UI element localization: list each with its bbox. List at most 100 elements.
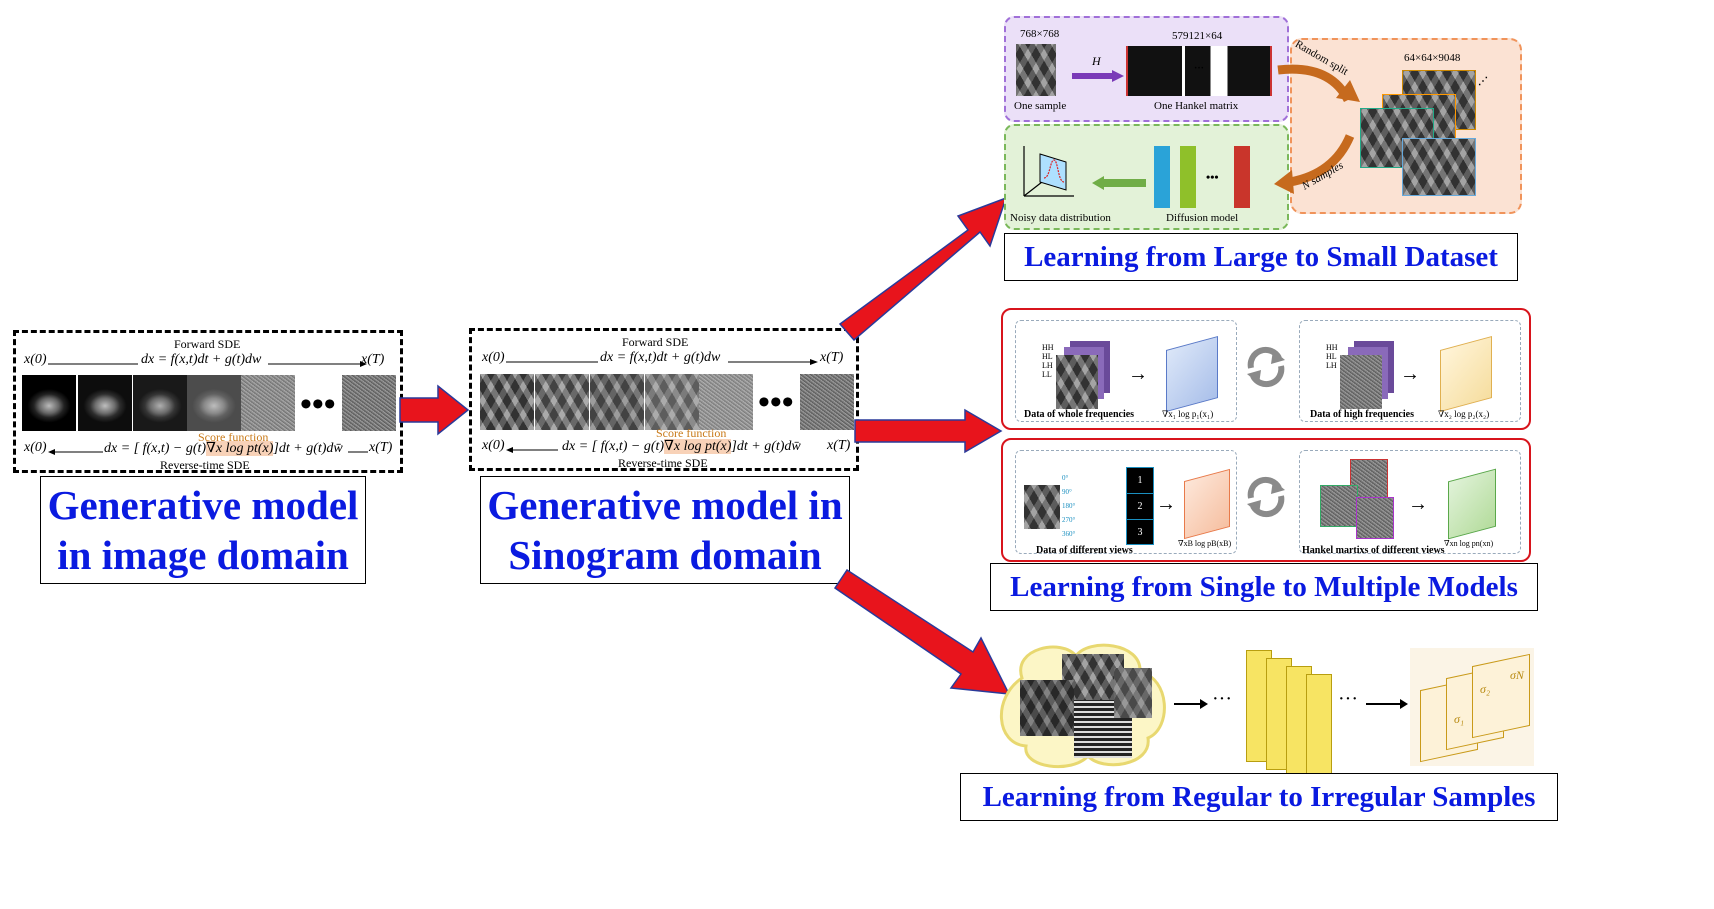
diffusion-model-label: Diffusion model bbox=[1166, 212, 1239, 224]
score-function-label: Score function bbox=[198, 430, 269, 444]
hankel-view-3 bbox=[1356, 497, 1394, 539]
image-ellipsis: ••• bbox=[300, 386, 336, 423]
view-strips: 1 2 3 bbox=[1126, 467, 1154, 545]
ct-image-5 bbox=[241, 375, 295, 431]
ellipsis-1: ··· bbox=[1212, 688, 1232, 710]
score-planes-output: σ₁ σ₂ σN bbox=[1410, 648, 1534, 766]
irregular-sample-2 bbox=[1020, 680, 1074, 736]
sinogram-domain-panel: Forward SDE x(0) dx = f(x,t)dt + g(t)dw … bbox=[469, 328, 859, 471]
forward-equation: dx = f(x,t)dt + g(t)dw bbox=[141, 352, 262, 367]
reverse-eq-a: dx = [ f(x,t) − g(t) bbox=[562, 439, 665, 454]
cycle-icon-1 bbox=[1247, 346, 1285, 388]
diff-views-label: Data of different views bbox=[1036, 545, 1133, 556]
hankel-operator-label: H bbox=[1092, 54, 1101, 68]
angle-0: 0° bbox=[1062, 474, 1069, 482]
sino-ellipsis: ••• bbox=[758, 384, 794, 421]
angle-270: 270° bbox=[1062, 516, 1076, 524]
sinogram-image-4 bbox=[645, 374, 699, 430]
sigma-1-label: σ₁ bbox=[1454, 712, 1465, 726]
red-arrow-to-regular-irregular bbox=[833, 568, 1011, 695]
sino-noise-image bbox=[800, 374, 854, 430]
reverse-sde-label: Reverse-time SDE bbox=[618, 456, 708, 470]
green-arrow bbox=[1092, 176, 1146, 190]
band-labels-high: HH HL LH bbox=[1326, 343, 1338, 370]
arrow: → bbox=[1128, 363, 1148, 385]
diffusion-block-red bbox=[1234, 146, 1250, 208]
one-sample-label: One sample bbox=[1014, 100, 1067, 112]
regular-irregular-title: Learning from Regular to Irregular Sampl… bbox=[960, 773, 1558, 821]
grad-b-label: ∇xB log pB(xB) bbox=[1178, 539, 1232, 548]
whole-frequency-subpanel: HH HL LH LL Data of whole frequencies → … bbox=[1015, 320, 1237, 422]
score-function-label: Score function bbox=[656, 426, 727, 440]
ct-image-1 bbox=[22, 375, 76, 431]
view-models-panel: 0° 90° 180° 270° 360° 1 2 3 Data of diff… bbox=[1001, 438, 1531, 562]
score-planes-green bbox=[1448, 468, 1496, 540]
ct-image-2 bbox=[78, 375, 132, 431]
noisy-distribution-icon bbox=[1023, 146, 1074, 197]
sigma-n-label: σN bbox=[1510, 668, 1524, 682]
band-ll: LL bbox=[1042, 370, 1052, 379]
reverse-right-label: x(T) bbox=[369, 440, 393, 455]
high-freq-stack-front bbox=[1340, 355, 1382, 409]
high-freq-label: Data of high frequencies bbox=[1310, 409, 1414, 420]
hankel-views-subpanel: Hankel martixs of different views → ∇xn … bbox=[1299, 450, 1521, 556]
one-sample-image bbox=[1016, 44, 1056, 96]
reverse-eq-b: ]dt + g(t)dw̄ bbox=[731, 439, 801, 454]
sigma-2-label: σ₂ bbox=[1480, 682, 1491, 696]
ellipsis-2: ··· bbox=[1338, 688, 1358, 710]
forward-left-label: x(0) bbox=[24, 352, 47, 367]
sinogram-image-1 bbox=[480, 374, 534, 430]
orange-arrow-random-split bbox=[1277, 64, 1360, 103]
reverse-left-label: x(0) bbox=[482, 438, 505, 453]
reverse-equation: dx = [ f(x,t) − g(t)∇x log pt(x)]dt + g(… bbox=[104, 440, 343, 457]
diffusion-block-green bbox=[1180, 146, 1196, 208]
grad-n-label: ∇xn log pn(xn) bbox=[1444, 539, 1494, 548]
hankel-views-label: Hankel martixs of different views bbox=[1302, 545, 1445, 556]
ct-image-3 bbox=[133, 375, 187, 431]
hankel-matrix-image bbox=[1126, 46, 1272, 96]
arrow-cloud-to-blocks bbox=[1174, 699, 1208, 709]
arrow: → bbox=[1408, 493, 1428, 515]
forward-right-label: x(T) bbox=[361, 352, 385, 367]
patch-split-panel: 64×64×9048 ⋰ bbox=[1290, 38, 1522, 214]
forward-left-label: x(0) bbox=[482, 350, 505, 365]
hankel-dots: ··· bbox=[1194, 63, 1205, 74]
cycle-icon-2 bbox=[1247, 476, 1285, 518]
noisy-distribution-label: Noisy data distribution bbox=[1010, 212, 1111, 224]
forward-right-label: x(T) bbox=[820, 350, 844, 365]
image-domain-panel: Forward SDE x(0) dx = f(x,t)dt + g(t)dw … bbox=[13, 330, 403, 473]
single-multiple-title: Learning from Single to Multiple Models bbox=[990, 563, 1538, 611]
reverse-left-label: x(0) bbox=[24, 440, 47, 455]
hankel-size-label: 579121×64 bbox=[1172, 30, 1223, 42]
forward-sde-label: Forward SDE bbox=[622, 335, 689, 349]
patch-stack-4 bbox=[1402, 138, 1476, 196]
band-hl: HL bbox=[1042, 352, 1053, 361]
arrow: → bbox=[1156, 493, 1176, 515]
grad-x2-label: ∇x₂ log p₂(x₂) bbox=[1438, 409, 1490, 419]
image-domain-title: Generative model in image domain bbox=[40, 476, 366, 584]
forward-sde-label: Forward SDE bbox=[174, 337, 241, 351]
forward-arrow bbox=[48, 361, 367, 367]
whole-freq-stack-front bbox=[1056, 355, 1098, 409]
reverse-eq-score: ∇x log pt(x) bbox=[206, 441, 274, 456]
grad-x1-label: ∇x₁ log p₁(x₁) bbox=[1162, 409, 1214, 419]
different-views-subpanel: 0° 90° 180° 270° 360° 1 2 3 Data of diff… bbox=[1015, 450, 1237, 556]
orange-arrow-n-samples bbox=[1274, 134, 1355, 194]
forward-equation: dx = f(x,t)dt + g(t)dw bbox=[600, 350, 721, 365]
diffusion-training-panel: Noisy data distribution ••• Diffusion mo… bbox=[1004, 124, 1289, 230]
reverse-eq-a: dx = [ f(x,t) − g(t) bbox=[104, 441, 207, 456]
band-hh: HH bbox=[1326, 343, 1338, 352]
red-arrow-image-to-sino bbox=[399, 384, 470, 436]
reverse-arrow bbox=[506, 447, 558, 453]
patch-dots: ⋰ bbox=[1478, 76, 1488, 87]
view-2: 2 bbox=[1127, 494, 1153, 520]
sinogram-image-5 bbox=[699, 374, 753, 430]
hankel-construction-panel: 768×768 One sample H 579121×64 ··· One H… bbox=[1004, 16, 1289, 122]
sinogram-image-3 bbox=[590, 374, 644, 430]
band-hh: HH bbox=[1042, 343, 1054, 352]
reverse-equation: dx = [ f(x,t) − g(t)∇x log pt(x)]dt + g(… bbox=[562, 438, 801, 455]
frequency-models-panel: HH HL LH LL Data of whole frequencies → … bbox=[1001, 308, 1531, 430]
yellow-block-4 bbox=[1306, 674, 1332, 786]
red-arrow-to-large-small bbox=[838, 196, 1008, 342]
reverse-sde-label: Reverse-time SDE bbox=[160, 458, 250, 472]
